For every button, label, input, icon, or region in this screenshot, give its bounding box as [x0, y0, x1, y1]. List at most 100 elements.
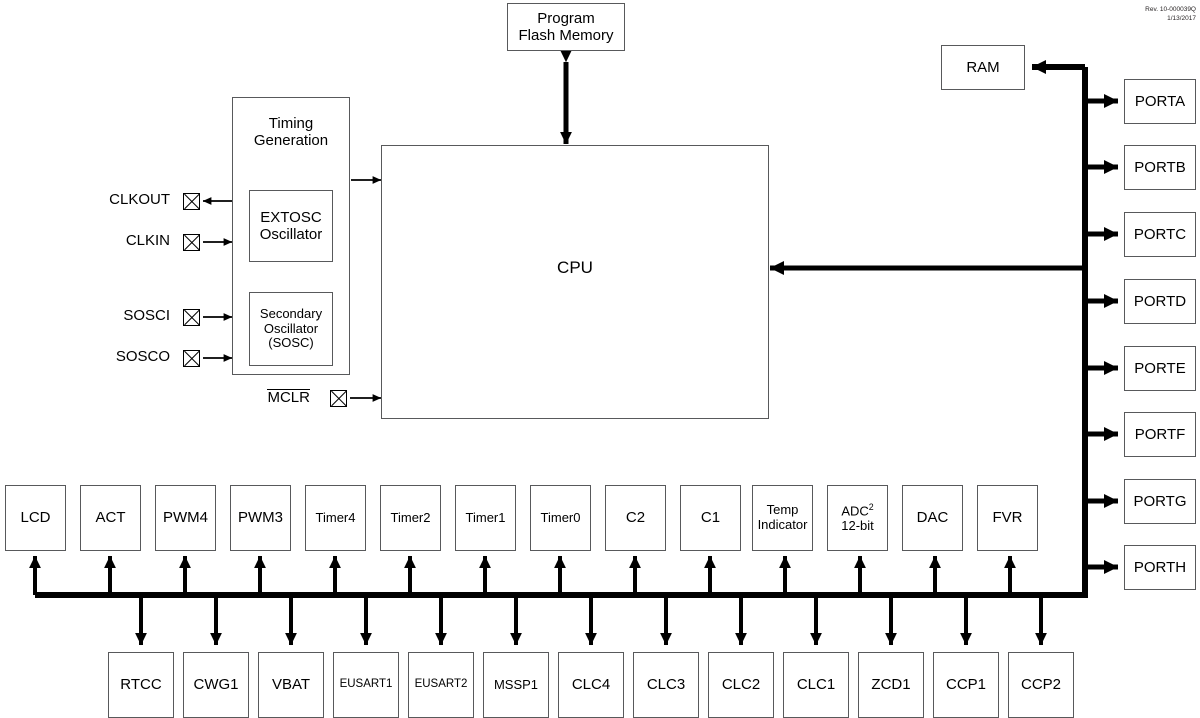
adc-label: ADC2 12-bit — [839, 502, 876, 534]
pin-symbol-sosci[interactable] — [183, 309, 200, 326]
timing-generation-label: Timing Generation — [252, 115, 330, 150]
block-c2: C2 — [605, 485, 666, 551]
portb-label: PORTB — [1134, 158, 1186, 176]
block-dac: DAC — [902, 485, 963, 551]
block-extosc-oscillator: EXTOSC Oscillator — [249, 190, 333, 262]
block-adc: ADC2 12-bit — [827, 485, 888, 551]
mclr-text: MCLR — [267, 389, 310, 406]
eusart1-label: EUSART1 — [339, 678, 393, 691]
fvr-label: FVR — [992, 509, 1023, 527]
dac-label: DAC — [916, 509, 949, 527]
pin-symbol-mclr[interactable] — [330, 390, 347, 407]
adc-line-1: ADC — [841, 503, 869, 519]
block-zcd1: ZCD1 — [858, 652, 924, 718]
block-portf: PORTF — [1124, 412, 1196, 457]
bus-down-arrows — [135, 595, 1047, 646]
rtcc-label: RTCC — [120, 676, 162, 694]
cpu-label: CPU — [557, 258, 593, 277]
timer2-label: Timer2 — [390, 509, 431, 525]
block-fvr: FVR — [977, 485, 1038, 551]
timing-generation-line-1: Timing — [268, 115, 314, 132]
bus-up-arrows — [29, 555, 1016, 595]
block-clc4: CLC4 — [558, 652, 624, 718]
block-portb: PORTB — [1124, 145, 1196, 190]
portg-label: PORTG — [1133, 492, 1187, 510]
lcd-label: LCD — [20, 509, 51, 527]
block-rtcc: RTCC — [108, 652, 174, 718]
block-eusart1: EUSART1 — [333, 652, 399, 718]
revision-line-2: 1/13/2017 — [1167, 14, 1196, 22]
extosc-line-2: Oscillator — [259, 226, 323, 243]
pin-symbol-clkout[interactable] — [183, 193, 200, 210]
revision-stamp: Rev. 10-000039Q 1/13/2017 — [1145, 6, 1196, 24]
cwg1-label: CWG1 — [193, 676, 239, 694]
secondary-oscillator-label: Secondary Oscillator (SOSC) — [258, 305, 324, 352]
block-timer4: Timer4 — [305, 485, 366, 551]
program-flash-line-2: Flash Memory — [518, 27, 614, 44]
adc-line-2: 12-bit — [841, 518, 874, 534]
block-ccp1: CCP1 — [933, 652, 999, 718]
secondary-oscillator-line-3: (SOSC) — [268, 335, 314, 351]
block-portg: PORTG — [1124, 479, 1196, 524]
secondary-oscillator-line-1: Secondary — [259, 305, 323, 321]
block-lcd: LCD — [5, 485, 66, 551]
clc2-label: CLC2 — [721, 676, 761, 694]
extosc-line-1: EXTOSC — [260, 208, 322, 226]
temp-indicator-line-2: Indicator — [757, 517, 808, 532]
clkout-text: CLKOUT — [109, 191, 170, 208]
block-porth: PORTH — [1124, 545, 1196, 590]
block-secondary-oscillator: Secondary Oscillator (SOSC) — [249, 292, 333, 366]
block-clc2: CLC2 — [708, 652, 774, 718]
clc1-label: CLC1 — [796, 676, 836, 694]
block-eusart2: EUSART2 — [408, 652, 474, 718]
portd-label: PORTD — [1133, 292, 1187, 310]
block-act: ACT — [80, 485, 141, 551]
timing-generation-line-2: Generation — [253, 132, 329, 150]
block-clc3: CLC3 — [633, 652, 699, 718]
block-program-flash-memory: Program Flash Memory — [507, 3, 625, 51]
block-c1: C1 — [680, 485, 741, 551]
vbat-label: VBAT — [271, 676, 311, 694]
pin-symbol-clkin[interactable] — [183, 234, 200, 251]
block-porta: PORTA — [1124, 79, 1196, 124]
block-timer2: Timer2 — [380, 485, 441, 551]
block-porte: PORTE — [1124, 346, 1196, 391]
act-label: ACT — [95, 509, 126, 527]
pin-label-clkin: CLKIN — [60, 232, 170, 249]
timer1-label: Timer1 — [465, 509, 506, 525]
timer0-label: Timer0 — [540, 509, 581, 525]
timer4-label: Timer4 — [315, 509, 356, 525]
block-ccp2: CCP2 — [1008, 652, 1074, 718]
block-timer0: Timer0 — [530, 485, 591, 551]
zcd1-label: ZCD1 — [871, 676, 911, 694]
program-flash-label: Program Flash Memory — [516, 10, 615, 45]
c1-label: C1 — [700, 509, 721, 527]
block-pwm3: PWM3 — [230, 485, 291, 551]
clc3-label: CLC3 — [646, 676, 686, 694]
program-flash-line-1: Program — [537, 9, 595, 27]
block-timer1: Timer1 — [455, 485, 516, 551]
pin-symbol-sosco[interactable] — [183, 350, 200, 367]
clkin-text: CLKIN — [125, 232, 170, 249]
pin-label-sosci: SOSCI — [60, 307, 170, 324]
block-mssp1: MSSP1 — [483, 652, 549, 718]
block-portc: PORTC — [1124, 212, 1196, 257]
pin-label-sosco: SOSCO — [60, 348, 170, 365]
pin-label-mclr: MCLR — [200, 389, 310, 407]
port-branches — [1085, 94, 1119, 574]
temp-indicator-line-1: Temp — [766, 502, 799, 518]
porta-label: PORTA — [1134, 92, 1186, 110]
block-temp-indicator: Temp Indicator — [752, 485, 813, 551]
block-cpu: CPU — [381, 145, 769, 419]
pwm3-label: PWM3 — [238, 509, 283, 527]
extosc-label: EXTOSC Oscillator — [258, 209, 325, 244]
block-portd: PORTD — [1124, 279, 1196, 324]
block-clc1: CLC1 — [783, 652, 849, 718]
sosci-text: SOSCI — [123, 307, 170, 324]
temp-indicator-label: Temp Indicator — [756, 502, 810, 533]
c2-label: C2 — [625, 509, 646, 527]
clc4-label: CLC4 — [571, 676, 611, 694]
block-ram: RAM — [941, 45, 1025, 90]
block-vbat: VBAT — [258, 652, 324, 718]
